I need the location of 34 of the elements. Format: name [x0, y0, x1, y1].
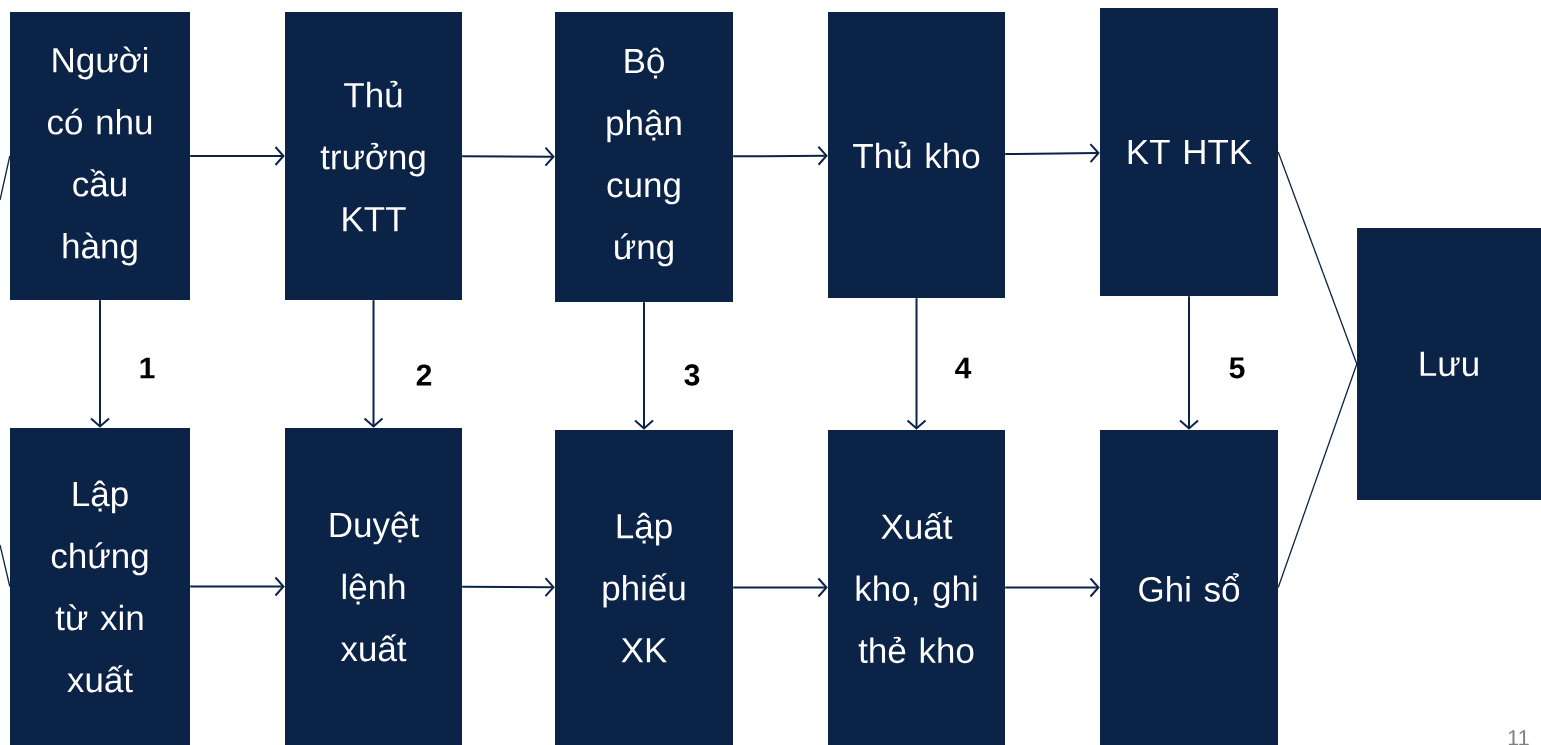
process-box: Người có nhu cầu hàng: [10, 12, 190, 300]
arrow: [906, 297, 927, 430]
process-box: Lập chứng từ xin xuất: [10, 428, 190, 745]
process-box: Bộ phận cung ứng: [555, 12, 733, 302]
step-number: 1: [140, 357, 155, 379]
connector-line: [0, 155, 11, 201]
arrow: [189, 576, 285, 597]
arrow: [189, 146, 285, 166]
step-number: 2: [416, 364, 432, 386]
page-number: 11: [1508, 730, 1529, 745]
arrow: [1004, 577, 1100, 598]
step-number: 4: [955, 357, 972, 379]
step-number: 5: [1229, 357, 1245, 379]
process-box: Ghi sổ: [1100, 430, 1278, 745]
process-box: Thủ trưởng KTT: [285, 12, 462, 300]
process-box: Xuất kho, ghi thẻ kho: [828, 430, 1005, 745]
process-box: Duyệt lệnh xuất: [285, 428, 462, 745]
arrow: [1179, 295, 1199, 430]
connector-line: [1277, 151, 1358, 365]
arrow: [90, 299, 110, 428]
step-number: 3: [684, 364, 700, 386]
arrow: [461, 577, 555, 598]
arrow: [732, 145, 828, 166]
connector-line: [1277, 363, 1358, 589]
arrow: [461, 146, 555, 167]
arrow: [634, 301, 654, 430]
arrow: [732, 577, 828, 598]
arrow: [363, 299, 384, 428]
process-box: Lập phiếu XK: [555, 430, 733, 745]
process-box: KT HTK: [1100, 8, 1278, 296]
arrow: [1004, 143, 1100, 164]
connector-line: [0, 544, 11, 588]
process-box: Lưu: [1357, 228, 1541, 500]
process-box: Thủ kho: [828, 12, 1005, 298]
